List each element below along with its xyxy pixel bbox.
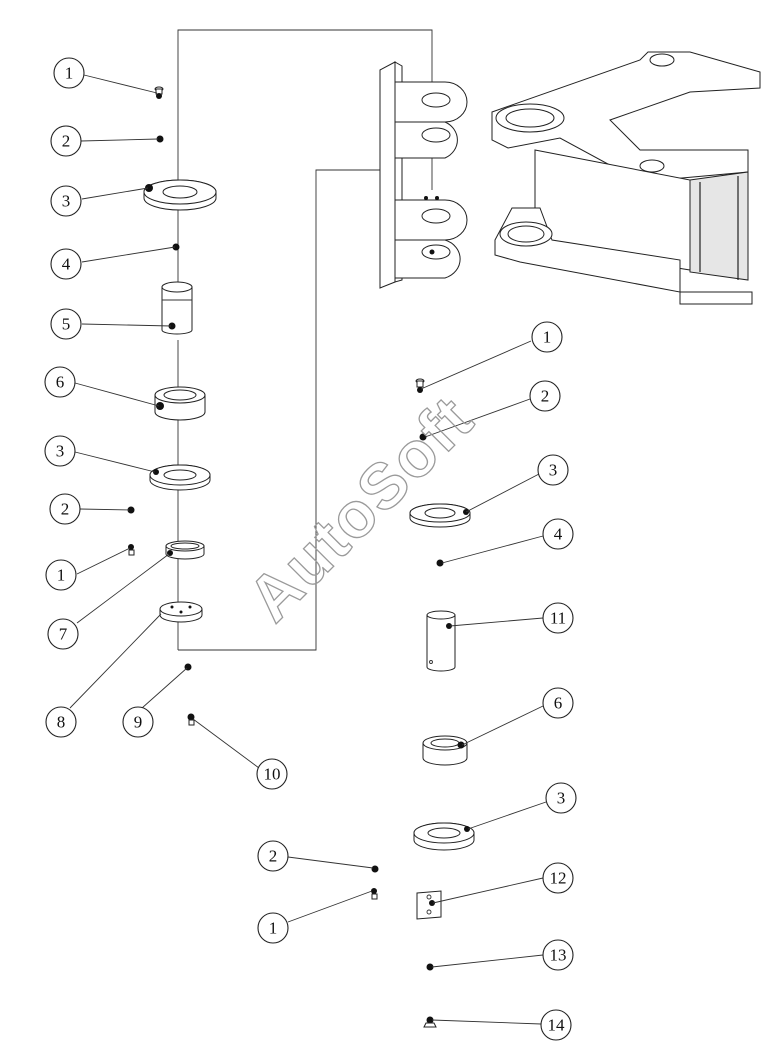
leader-lines [69, 74, 547, 1025]
callout-5: 5 [50, 308, 82, 340]
callout-13: 13 [542, 939, 574, 971]
callout-label: 3 [56, 442, 65, 461]
callout-label: 2 [269, 847, 278, 866]
callout-label: 11 [550, 609, 566, 628]
callout-label: 1 [57, 566, 66, 585]
callout-9: 9 [122, 706, 154, 738]
callout-label: 3 [557, 789, 566, 808]
callout-label: 10 [264, 765, 281, 784]
callout-label: 7 [59, 625, 68, 644]
callout-label: 13 [550, 946, 567, 965]
callout-1: 1 [531, 321, 563, 353]
callout-6: 6 [542, 687, 574, 719]
callout-14: 14 [540, 1009, 572, 1041]
callout-label: 6 [56, 373, 65, 392]
callout-label: 14 [548, 1016, 566, 1035]
callout-label: 8 [57, 713, 66, 732]
callout-8: 8 [45, 706, 77, 738]
callout-3: 3 [545, 782, 577, 814]
callout-1: 1 [53, 57, 85, 89]
left-column-parts [127, 86, 217, 726]
callout-3: 3 [537, 454, 569, 486]
callout-label: 2 [62, 132, 71, 151]
callout-label: 2 [541, 387, 550, 406]
callout-label: 1 [65, 64, 74, 83]
callout-3: 3 [50, 185, 82, 217]
callout-2: 2 [529, 380, 561, 412]
callout-label: 12 [550, 869, 567, 888]
callout-label: 2 [61, 500, 70, 519]
callout-label: 4 [554, 525, 563, 544]
callout-3: 3 [44, 435, 76, 467]
callout-label: 6 [554, 694, 563, 713]
callout-4: 4 [50, 248, 82, 280]
callouts: 1 2 3 4 5 6 3 2 1 7 8 9 10 1 2 3 4 11 6 … [44, 57, 577, 1041]
callout-label: 3 [549, 461, 558, 480]
callout-6: 6 [44, 366, 76, 398]
callout-label: 5 [62, 315, 71, 334]
callout-7: 7 [47, 618, 79, 650]
callout-1: 1 [45, 559, 77, 591]
right-column-parts [371, 378, 475, 1028]
callout-2: 2 [50, 125, 82, 157]
callout-label: 4 [62, 255, 71, 274]
bracket-assembly-left [379, 61, 468, 289]
callout-label: 1 [269, 919, 278, 938]
frame-body [491, 51, 761, 305]
callout-label: 3 [62, 192, 71, 211]
callout-1: 1 [257, 912, 289, 944]
callout-label: 1 [543, 328, 552, 347]
callout-12: 12 [542, 862, 574, 894]
callout-10: 10 [256, 758, 288, 790]
callout-label: 9 [134, 713, 143, 732]
callout-2: 2 [49, 493, 81, 525]
callout-11: 11 [542, 602, 574, 634]
callout-4: 4 [542, 518, 574, 550]
callout-2: 2 [257, 840, 289, 872]
